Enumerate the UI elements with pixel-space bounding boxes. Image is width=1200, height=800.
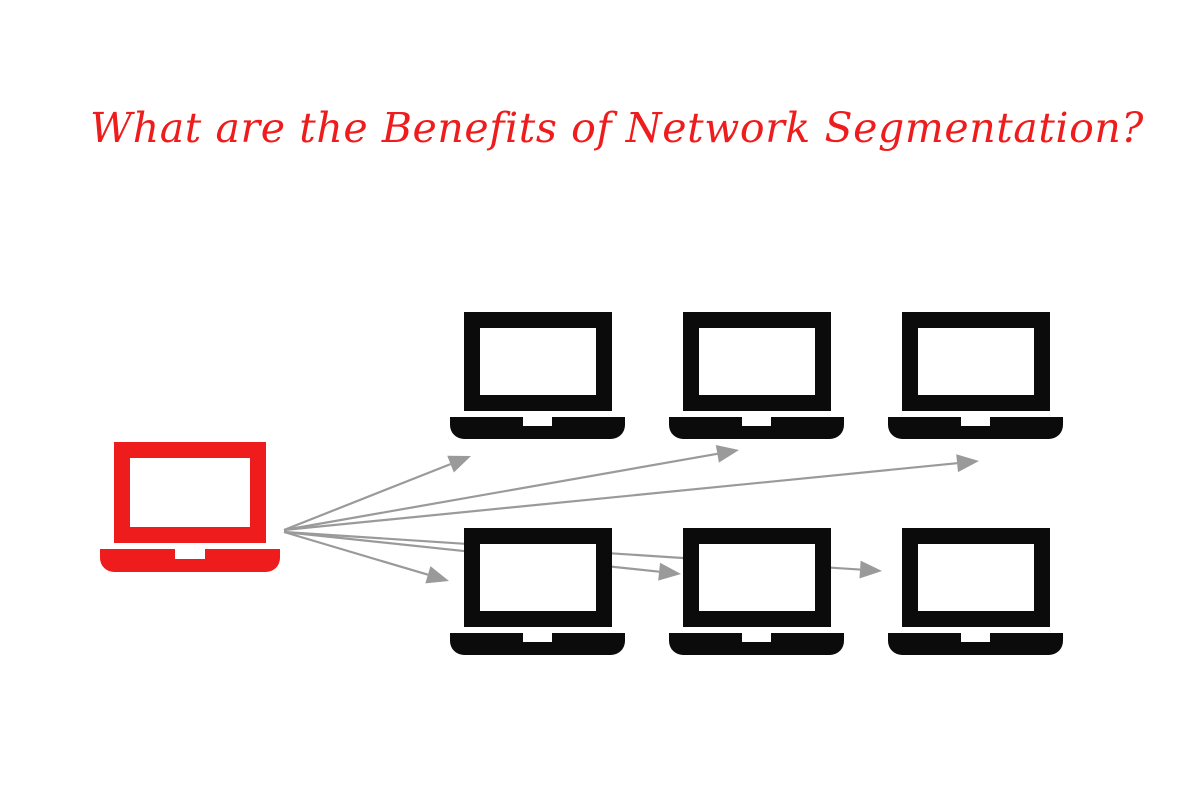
arrow-head [956, 454, 979, 473]
laptop-trackpad-notch [742, 633, 771, 642]
arrow-shaft [283, 463, 451, 532]
laptop-trackpad-notch [961, 417, 990, 426]
arrow-head [859, 560, 882, 579]
laptop-trackpad-notch [742, 417, 771, 426]
laptop-icon[interactable] [888, 528, 1063, 656]
laptop-screen [902, 528, 1050, 627]
laptop-screen [464, 312, 612, 411]
connection-arrow [283, 454, 979, 532]
laptop-screen [114, 442, 266, 543]
laptop-icon[interactable] [100, 442, 280, 572]
laptop-icon[interactable] [888, 312, 1063, 440]
arrow-shaft [283, 462, 958, 532]
connection-arrow [283, 444, 739, 532]
laptop-base [450, 417, 625, 439]
arrow-head [425, 566, 449, 584]
laptop-icon[interactable] [450, 312, 625, 440]
laptop-icon[interactable] [669, 528, 844, 656]
laptop-screen [683, 528, 831, 627]
laptop-icon[interactable] [450, 528, 625, 656]
laptop-base [100, 549, 280, 572]
laptop-base [669, 417, 844, 439]
arrow-head [658, 562, 681, 581]
arrow-shaft [283, 452, 718, 532]
arrow-head [715, 444, 739, 463]
laptop-screen [683, 312, 831, 411]
laptop-trackpad-notch [523, 633, 552, 642]
laptop-icon[interactable] [669, 312, 844, 440]
laptop-base [669, 633, 844, 655]
connection-arrow [283, 455, 471, 532]
laptop-screen [902, 312, 1050, 411]
arrow-shaft [283, 530, 429, 576]
laptop-base [888, 417, 1063, 439]
laptop-base [450, 633, 625, 655]
page-title: What are the Benefits of Network Segment… [90, 104, 1145, 153]
laptop-trackpad-notch [961, 633, 990, 642]
laptop-trackpad-notch [523, 417, 552, 426]
laptop-base [888, 633, 1063, 655]
arrow-head [447, 455, 471, 473]
laptop-screen [464, 528, 612, 627]
connection-arrow [283, 530, 449, 584]
laptop-trackpad-notch [175, 549, 205, 559]
